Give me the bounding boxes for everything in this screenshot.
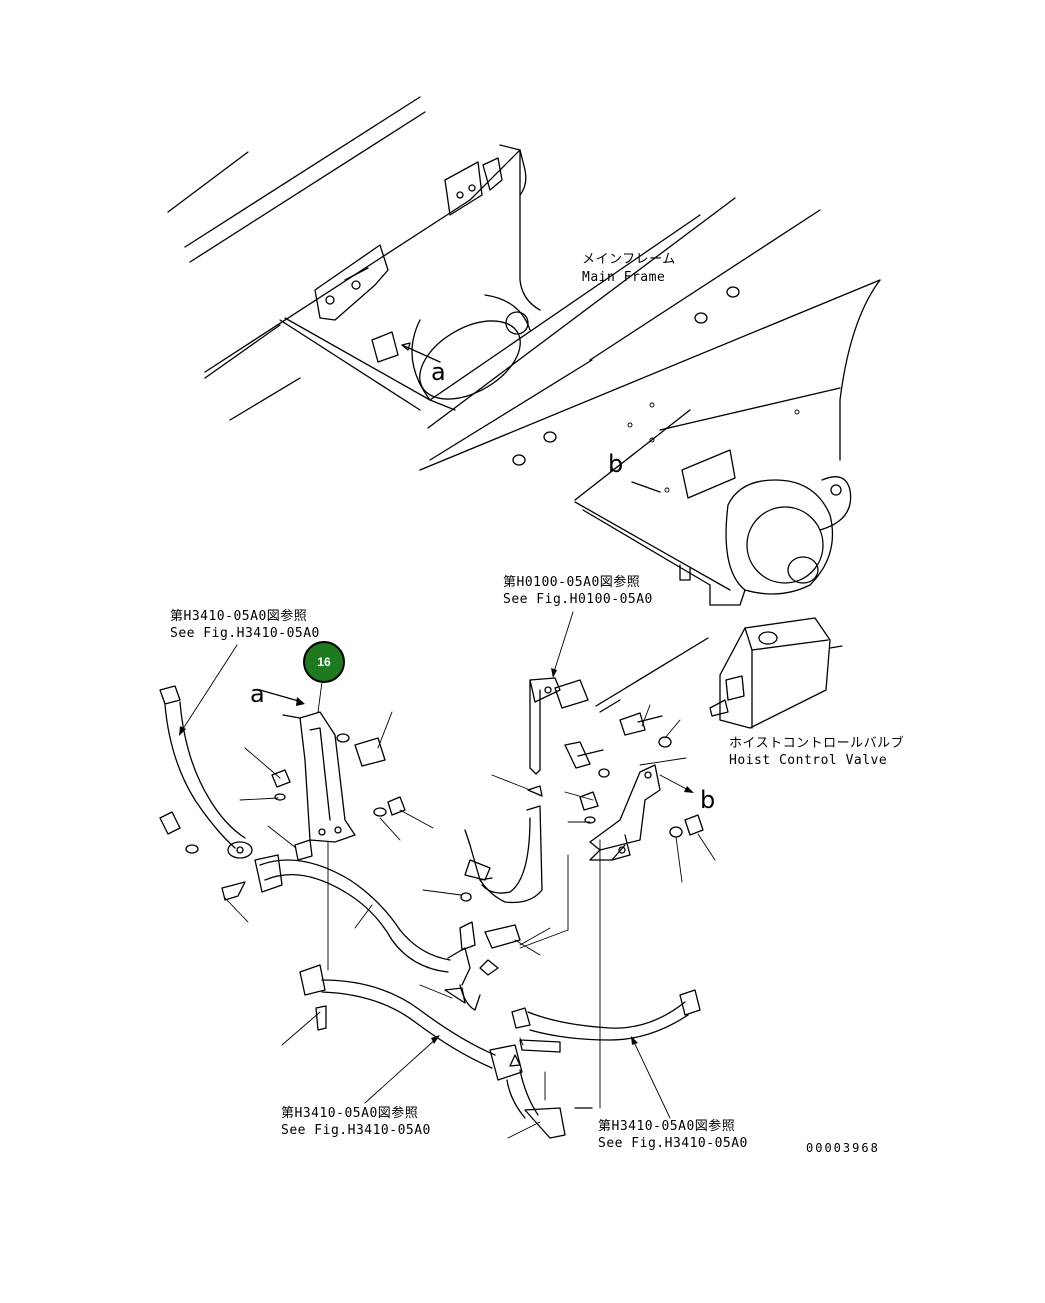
document-number: 00003968 [806, 1141, 880, 1155]
leader-h3410-a [180, 644, 238, 733]
main-frame-label-en: Main Frame [582, 270, 665, 285]
marker-b-bottom: b [700, 786, 715, 814]
pipe-middle [221, 854, 481, 1011]
ref-h0100-label-jp: 第H0100-05A0図参照 [503, 574, 640, 590]
callout-16[interactable]: 16 [303, 641, 345, 713]
ref-h3410-b-label-en: See Fig.H3410-05A0 [281, 1123, 431, 1138]
ref-h3410-b-label-jp: 第H3410-05A0図参照 [281, 1105, 418, 1121]
hoist-valve-label-en: Hoist Control Valve [729, 753, 887, 768]
callout-number: 16 [317, 655, 331, 669]
ref-h3410-a-label-jp: 第H3410-05A0図参照 [170, 608, 307, 624]
leader-h3410-c [632, 1039, 671, 1119]
hose-left [159, 685, 253, 859]
leader-h3410-b [364, 1037, 438, 1104]
marker-b-top: b [608, 450, 623, 478]
fasteners-left [239, 711, 434, 861]
marker-a-bottom: a [250, 680, 265, 708]
marker-a-top: a [431, 358, 446, 386]
ref-h3410-c-label-en: See Fig.H3410-05A0 [598, 1136, 748, 1151]
main-frame-drawing [167, 96, 881, 606]
ref-h3410-c-label-jp: 第H3410-05A0図参照 [598, 1118, 735, 1134]
ref-h3410-a-label-en: See Fig.H3410-05A0 [170, 626, 320, 641]
callout-circle[interactable] [303, 641, 345, 683]
hose-right [509, 839, 701, 1109]
bracket-right: b [491, 704, 716, 1109]
ref-h0100-label-en: See Fig.H0100-05A0 [503, 592, 653, 607]
pipe-right [464, 677, 589, 976]
pipe-lower [281, 964, 566, 1139]
main-frame-label-jp: メインフレーム [582, 252, 676, 267]
leader-h0100 [552, 611, 574, 676]
hoist-valve-label-jp: ホイストコントロールバルブ [729, 735, 904, 751]
hoist-control-valve-drawing [595, 617, 843, 729]
bracket-16: a [250, 680, 356, 971]
